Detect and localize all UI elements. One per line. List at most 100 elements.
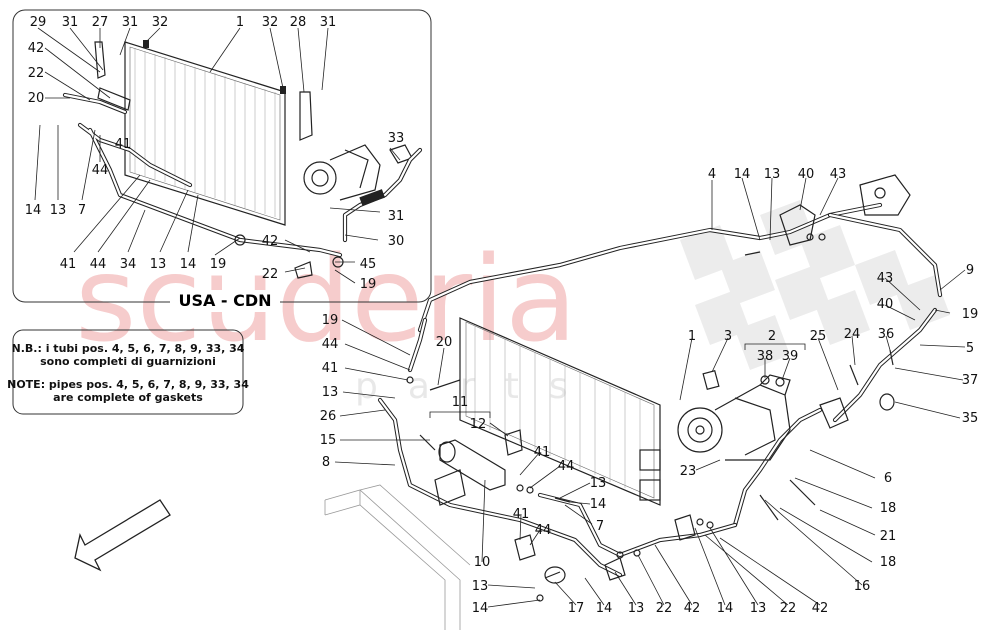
callout: 31 xyxy=(388,209,405,224)
callout: 14 xyxy=(717,601,734,616)
callout: 41 xyxy=(513,507,530,522)
callout: 19 xyxy=(322,313,339,328)
callout: 22 xyxy=(780,601,797,616)
pipe-7 xyxy=(537,492,738,558)
callout: 2 xyxy=(768,329,776,344)
callout: 10 xyxy=(474,555,491,570)
callout: 44 xyxy=(90,257,107,272)
checker-flag-icon xyxy=(680,200,950,370)
callout: 19 xyxy=(962,307,979,322)
callout: 35 xyxy=(962,411,979,426)
callout: 8 xyxy=(322,455,330,470)
callout: 7 xyxy=(596,519,604,534)
callout: 7 xyxy=(78,203,86,218)
callout: 36 xyxy=(878,327,895,342)
note-line-1: N.B.: i tubi pos. 4, 5, 6, 7, 8, 9, 33, … xyxy=(12,342,245,355)
callout: 32 xyxy=(152,15,169,30)
callout: 42 xyxy=(28,41,45,56)
callout: 41 xyxy=(60,257,77,272)
callout: 27 xyxy=(92,15,109,30)
callout: 29 xyxy=(30,15,47,30)
callout: 43 xyxy=(830,167,847,182)
inset-drawing xyxy=(62,40,423,279)
callout: 31 xyxy=(122,15,139,30)
callout: 21 xyxy=(880,529,897,544)
callout: 22 xyxy=(262,267,279,282)
callout: 13 xyxy=(150,257,167,272)
callout: 41 xyxy=(322,361,339,376)
callout: 14 xyxy=(734,167,751,182)
callout: 20 xyxy=(28,91,45,106)
inset-condenser xyxy=(124,40,286,226)
callout: 18 xyxy=(880,501,897,516)
callout: 40 xyxy=(798,167,815,182)
callout: 43 xyxy=(877,271,894,286)
callout: 34 xyxy=(120,257,137,272)
inset-title-bg xyxy=(170,290,280,312)
callout: 24 xyxy=(844,327,861,342)
callout: 18 xyxy=(880,555,897,570)
callout: 13 xyxy=(764,167,781,182)
callout: 14 xyxy=(25,203,42,218)
main-callouts: 4 14 13 40 43 9 19 43 40 5 37 35 36 24 2… xyxy=(320,167,979,616)
callout: 5 xyxy=(966,341,974,356)
callout: 19 xyxy=(360,277,377,292)
callout: 13 xyxy=(472,579,489,594)
receiver-drier xyxy=(434,429,523,506)
callout: 14 xyxy=(180,257,197,272)
callout: 41 xyxy=(534,445,551,460)
expansion-valve xyxy=(859,174,911,216)
callout: 42 xyxy=(262,234,279,249)
callout: 14 xyxy=(596,601,613,616)
callout: 44 xyxy=(535,523,552,538)
callout: 11 xyxy=(452,395,469,410)
callout: 6 xyxy=(884,471,892,486)
callout: 13 xyxy=(322,385,339,400)
inset-callouts: 29 31 27 31 32 1 32 28 31 42 22 20 41 44… xyxy=(25,15,405,292)
note-line-3: NOTE: pipes pos. 4, 5, 6, 7, 8, 9, 33, 3… xyxy=(7,378,249,391)
direction-arrow-icon xyxy=(74,499,171,572)
callout: 42 xyxy=(812,601,829,616)
callout: 14 xyxy=(590,497,607,512)
callout: 13 xyxy=(50,203,67,218)
watermark-sub: parts xyxy=(355,366,598,407)
callout: 13 xyxy=(750,601,767,616)
callout: 15 xyxy=(320,433,337,448)
callout: 42 xyxy=(684,601,701,616)
callout: 38 xyxy=(757,349,774,364)
callout: 28 xyxy=(290,15,307,30)
callout: 41 xyxy=(115,137,132,152)
callout: 25 xyxy=(810,329,827,344)
frame-rail xyxy=(324,484,471,630)
callout: 30 xyxy=(388,234,405,249)
callout: 32 xyxy=(262,15,279,30)
callout: 44 xyxy=(92,163,109,178)
callout: 16 xyxy=(854,579,871,594)
note-box xyxy=(12,329,244,415)
callout: 9 xyxy=(966,263,974,278)
callout: 26 xyxy=(320,409,337,424)
leader-lines xyxy=(34,27,966,608)
pipe-6 xyxy=(732,407,823,528)
callout: 14 xyxy=(472,601,489,616)
callout: 44 xyxy=(558,459,575,474)
note-line-2: sono completi di guarnizioni xyxy=(40,355,216,368)
callout: 22 xyxy=(28,66,45,81)
callout: 31 xyxy=(62,15,79,30)
callout: 40 xyxy=(877,297,894,312)
callout: 3 xyxy=(724,329,732,344)
callout: 1 xyxy=(688,329,696,344)
callout: 1 xyxy=(236,15,244,30)
note-line-4: are complete of gaskets xyxy=(53,391,203,404)
callout: 45 xyxy=(360,257,377,272)
callout: 37 xyxy=(962,373,979,388)
callout: 39 xyxy=(782,349,799,364)
callout: 19 xyxy=(210,257,227,272)
callout: 17 xyxy=(568,601,585,616)
callout: 13 xyxy=(590,476,607,491)
callout: 31 xyxy=(320,15,337,30)
inset-compressor xyxy=(303,144,381,201)
note-text: N.B.: i tubi pos. 4, 5, 6, 7, 8, 9, 33, … xyxy=(7,342,249,404)
callout: 22 xyxy=(656,601,673,616)
